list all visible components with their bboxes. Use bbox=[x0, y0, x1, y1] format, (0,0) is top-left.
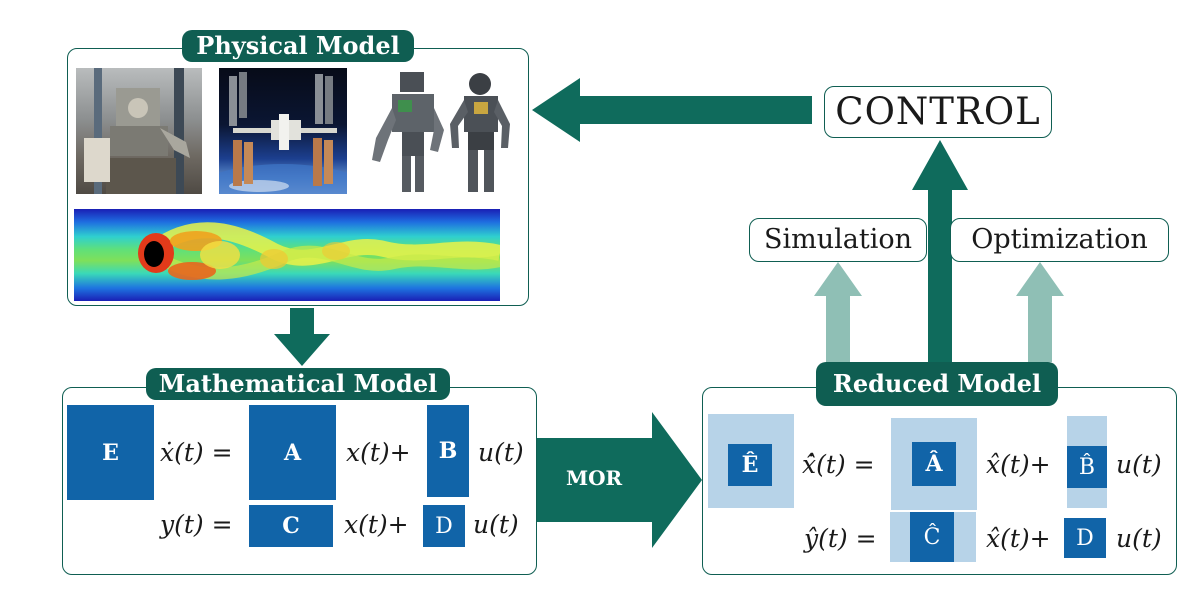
physical-model-title: Physical Model bbox=[182, 30, 414, 62]
reduced-eq2-mid: x̂(t)+ bbox=[986, 524, 1051, 553]
reduced-eq2-rhs: u(t) bbox=[1116, 524, 1162, 553]
control-box: CONTROL bbox=[824, 86, 1052, 138]
matrix-e: E bbox=[67, 405, 154, 500]
reduced-matrix-c: Ĉ bbox=[910, 512, 954, 562]
math-eq2-mid: x(t)+ bbox=[344, 510, 409, 539]
mor-label: MOR bbox=[566, 466, 623, 490]
arrow-control-to-physical bbox=[532, 78, 812, 142]
arrow-reduced-to-simulation bbox=[814, 262, 862, 362]
mathematical-model-title: Mathematical Model bbox=[146, 368, 450, 400]
reduced-matrix-b: B̂ bbox=[1067, 446, 1107, 488]
arrow-reduced-to-control bbox=[912, 140, 968, 368]
reduced-model-title: Reduced Model bbox=[816, 362, 1058, 406]
math-eq2-rhs: u(t) bbox=[473, 510, 519, 539]
reduced-matrix-a: Â bbox=[912, 442, 956, 486]
reduced-eq1-lhs: x̂̇(t) = bbox=[802, 450, 875, 479]
matrix-a: A bbox=[249, 405, 336, 500]
humanoid-robots-photo bbox=[362, 68, 512, 194]
math-eq1-rhs: u(t) bbox=[478, 438, 524, 467]
matrix-c: C bbox=[249, 505, 333, 547]
arrow-mor bbox=[532, 412, 702, 548]
space-station-photo bbox=[219, 68, 347, 194]
arrow-physical-to-math bbox=[274, 308, 330, 366]
math-eq1-lhs: ẋ(t) = bbox=[160, 438, 233, 467]
matrix-b: B bbox=[427, 405, 469, 497]
simulation-box: Simulation bbox=[749, 218, 927, 262]
lab-robot-photo bbox=[76, 68, 202, 194]
reduced-eq1-rhs: u(t) bbox=[1116, 450, 1162, 479]
reduced-eq2-lhs: ŷ(t) = bbox=[804, 524, 877, 553]
reduced-matrix-e: Ê bbox=[728, 444, 772, 486]
math-eq2-lhs: y(t) = bbox=[160, 510, 233, 539]
reduced-eq1-mid: x̂(t)+ bbox=[986, 450, 1051, 479]
optimization-box: Optimization bbox=[950, 218, 1169, 262]
arrow-reduced-to-optimization bbox=[1016, 262, 1064, 362]
reduced-matrix-d: D bbox=[1064, 518, 1106, 558]
math-eq1-mid: x(t)+ bbox=[346, 438, 411, 467]
matrix-d: D bbox=[423, 505, 465, 547]
fluid-flow-simulation bbox=[74, 209, 500, 301]
